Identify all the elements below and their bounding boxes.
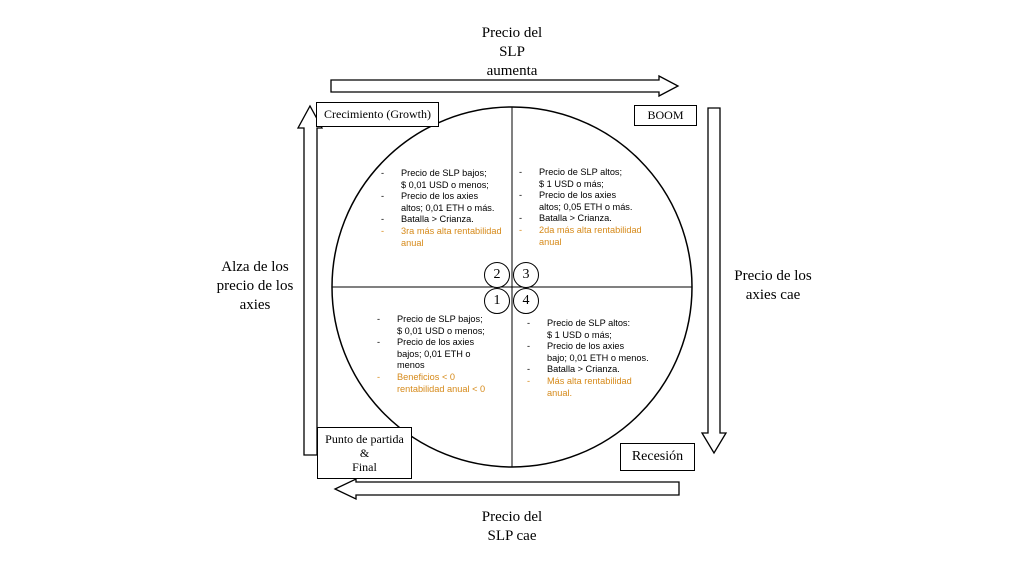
bullet-line: anual. xyxy=(547,387,573,398)
bullet-line: $ 1 USD o más; xyxy=(547,329,612,340)
caption-line: axies cae xyxy=(745,287,801,303)
bullet-line: Precio de los axies xyxy=(401,191,479,202)
quadrant-bullet: Precio de SLP bajos; $ 0,01 USD o menos; xyxy=(377,314,507,337)
bullet-line: Precio de SLP bajos; xyxy=(401,168,487,178)
bullet-line: bajos; 0,01 ETH o xyxy=(397,348,471,359)
bullet-line: 2da más alta rentabilidad xyxy=(539,224,642,235)
quadrant-bullet: Precio de los axies bajos; 0,01 ETH o me… xyxy=(377,337,507,372)
caption-line: precio de los xyxy=(216,278,294,294)
quadrant-bullet: Batalla > Crianza. xyxy=(527,364,677,376)
bullet-line: Batalla > Crianza. xyxy=(401,214,474,225)
caption-line: aumenta xyxy=(486,63,538,79)
quadrant-bullet-highlight: 3ra más alta rentabilidad anual xyxy=(381,226,509,249)
caption-slp-rises: Precio del SLP aumenta xyxy=(452,24,572,81)
bullet-line: Precio de SLP bajos; xyxy=(397,314,483,324)
quadrant-bullet-highlight: Más alta rentabilidad anual. xyxy=(527,376,677,399)
growth-label-text: Crecimiento (Growth) xyxy=(324,107,431,121)
quadrant-bullet: Precio de SLP altos: $ 1 USD o más; xyxy=(527,318,677,341)
phase-number-4: 4 xyxy=(513,288,539,314)
bullet-line: Precio de los axies xyxy=(547,341,625,352)
caption-line: SLP xyxy=(499,44,525,60)
bullet-line: Precio de los axies xyxy=(539,190,617,201)
caption-line: axies xyxy=(239,297,271,313)
phase-number-text: 3 xyxy=(522,267,530,282)
bullet-line: anual xyxy=(539,236,562,247)
caption-slp-falls: Precio del SLP cae xyxy=(452,508,572,546)
bottom-arrow xyxy=(333,477,680,501)
bullet-line: Precio de SLP altos: xyxy=(547,318,631,328)
bullet-line: bajo; 0,01 ETH o menos. xyxy=(547,352,649,363)
quadrant-4-recession: Precio de SLP altos: $ 1 USD o más; Prec… xyxy=(527,318,677,399)
start-end-line: Punto de partida xyxy=(325,432,404,446)
quadrant-3-boom: Precio de SLP altos; $ 1 USD o más; Prec… xyxy=(519,167,669,248)
bullet-line: Beneficios < 0 xyxy=(397,371,455,382)
bullet-line: Precio de SLP altos; xyxy=(539,167,623,177)
recession-label: Recesión xyxy=(620,443,695,471)
bullet-line: altos; 0,05 ETH o más. xyxy=(539,201,633,212)
boom-label-text: BOOM xyxy=(647,108,684,122)
phase-number-3: 3 xyxy=(513,262,539,288)
start-end-line: & xyxy=(359,446,370,460)
start-end-line: Final xyxy=(352,460,377,474)
quadrant-bullet-highlight: 2da más alta rentabilidad anual xyxy=(519,225,669,248)
caption-axies-rise: Alza de los precio de los axies xyxy=(200,258,310,315)
bullet-line: 3ra más alta rentabilidad xyxy=(401,225,502,236)
bullet-line: rentabilidad anual < 0 xyxy=(397,383,486,394)
bullet-line: $ 0,01 USD o menos; xyxy=(401,179,489,190)
right-arrow xyxy=(700,107,728,455)
caption-axies-fall: Precio de los axies cae xyxy=(718,267,828,305)
caption-line: SLP cae xyxy=(487,528,537,544)
quadrant-bullet: Batalla > Crianza. xyxy=(519,213,669,225)
quadrant-bullet: Precio de los axies altos; 0,01 ETH o má… xyxy=(381,191,509,214)
bullet-line: Batalla > Crianza. xyxy=(539,213,612,224)
bullet-line: Batalla > Crianza. xyxy=(547,364,620,375)
quadrant-bullet: Precio de los axies bajo; 0,01 ETH o men… xyxy=(527,341,677,364)
caption-line: Precio del xyxy=(481,25,543,41)
phase-number-text: 4 xyxy=(522,293,530,308)
quadrant-bullet: Precio de SLP altos; $ 1 USD o más; xyxy=(519,167,669,190)
caption-line: Precio del xyxy=(481,509,543,525)
quadrant-bullet: Precio de los axies altos; 0,05 ETH o má… xyxy=(519,190,669,213)
quadrant-bullet-highlight: Beneficios < 0 rentabilidad anual < 0 xyxy=(377,372,507,395)
bullet-line: Más alta rentabilidad xyxy=(547,375,632,386)
phase-number-text: 2 xyxy=(493,267,501,282)
recession-label-text: Recesión xyxy=(631,449,684,464)
boom-label: BOOM xyxy=(634,105,697,126)
start-end-label: Punto de partida & Final xyxy=(317,427,412,479)
quadrant-bullet: Batalla > Crianza. xyxy=(381,214,509,226)
top-arrow xyxy=(330,74,680,98)
quadrant-1-start: Precio de SLP bajos; $ 0,01 USD o menos;… xyxy=(377,314,507,395)
phase-number-text: 1 xyxy=(493,293,501,308)
bullet-line: anual xyxy=(401,237,424,248)
caption-line: Alza de los xyxy=(221,259,289,275)
quadrant-bullet: Precio de SLP bajos; $ 0,01 USD o menos; xyxy=(381,168,509,191)
bullet-line: Precio de los axies xyxy=(397,337,475,348)
bullet-line: $ 1 USD o más; xyxy=(539,178,604,189)
caption-line: Precio de los xyxy=(734,268,812,284)
bullet-line: $ 0,01 USD o menos; xyxy=(397,325,485,336)
growth-label: Crecimiento (Growth) xyxy=(316,102,439,127)
quadrant-2-growth: Precio de SLP bajos; $ 0,01 USD o menos;… xyxy=(381,168,509,249)
bullet-line: altos; 0,01 ETH o más. xyxy=(401,202,495,213)
phase-number-2: 2 xyxy=(484,262,510,288)
bullet-line: menos xyxy=(397,360,425,371)
phase-number-1: 1 xyxy=(484,288,510,314)
